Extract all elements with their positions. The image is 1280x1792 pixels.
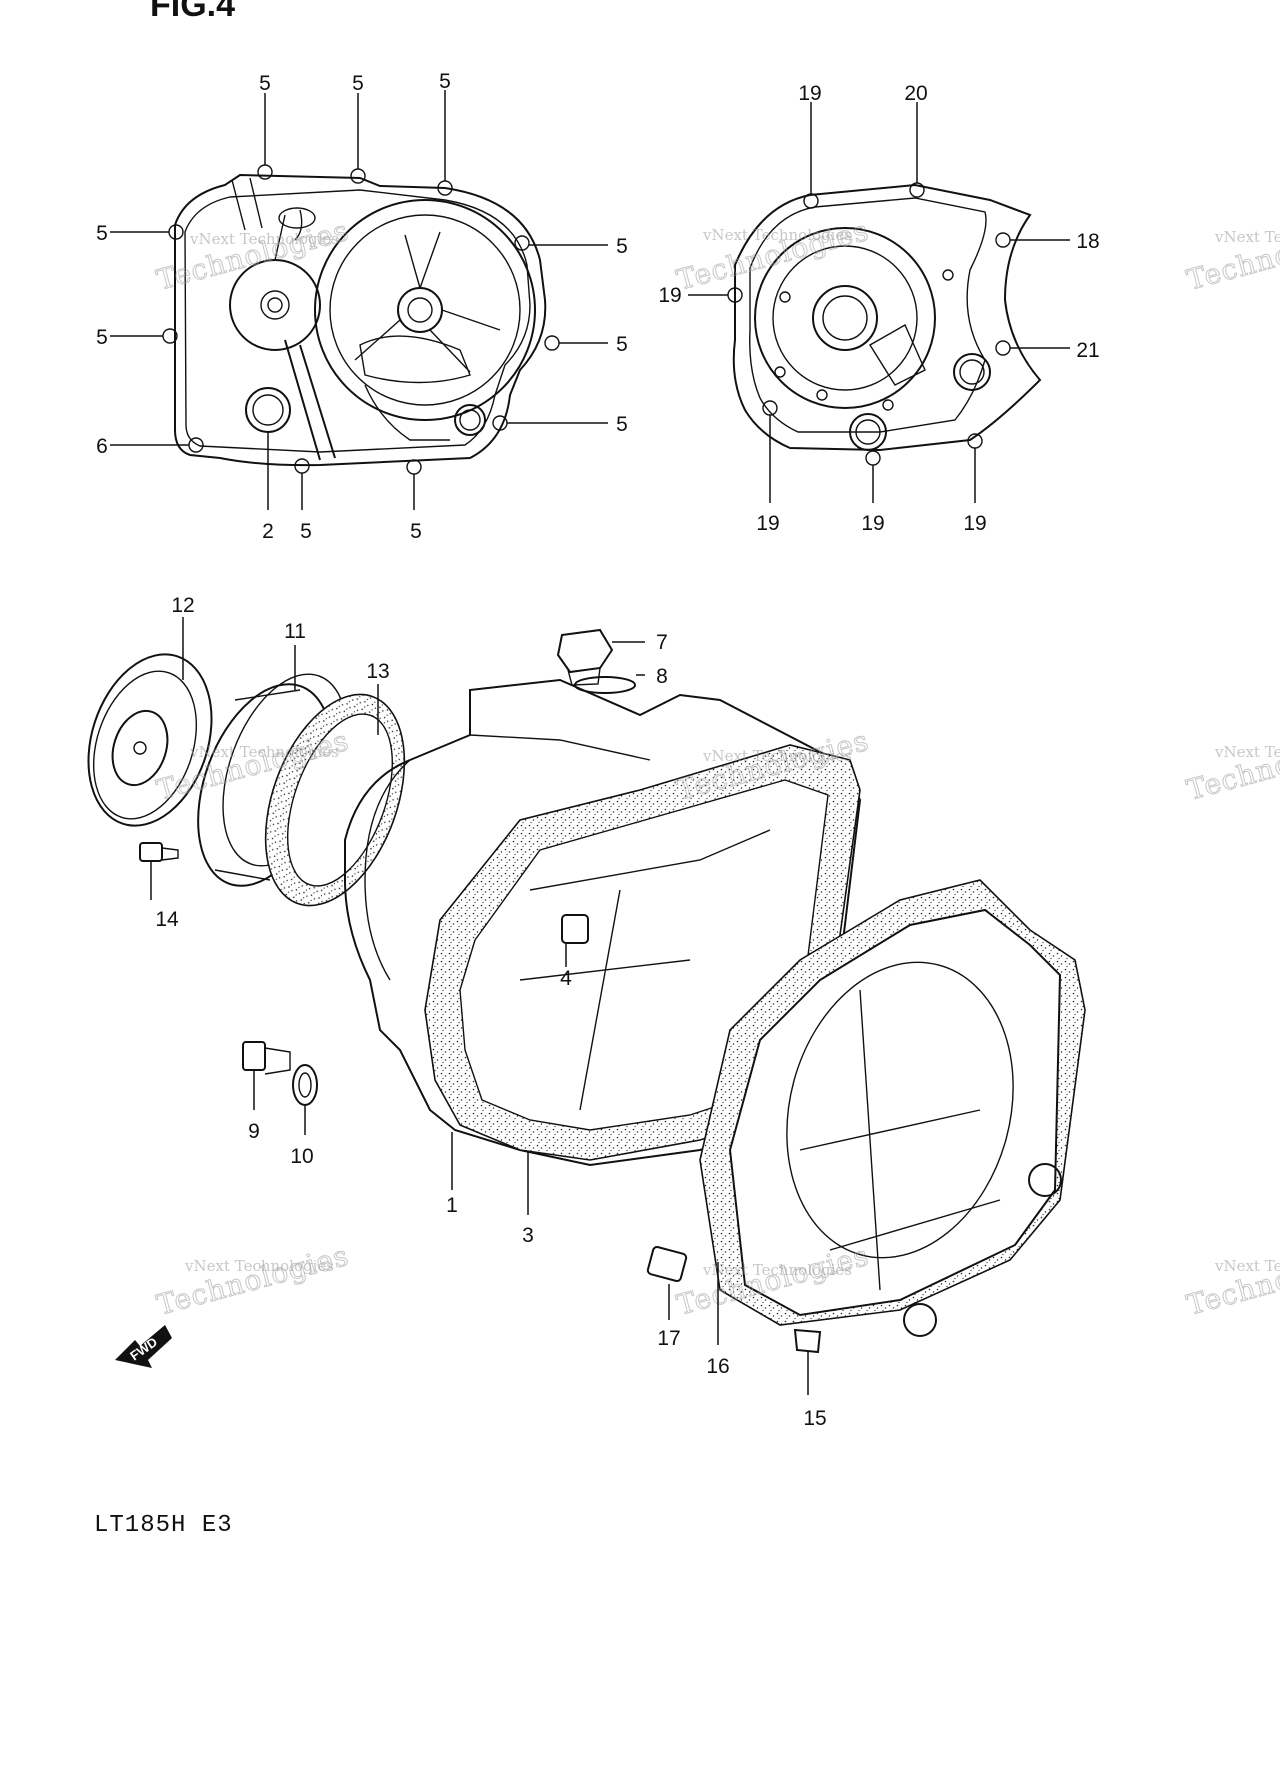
callout: 2 (262, 520, 274, 543)
gasket-13 (264, 693, 406, 907)
svg-text:vNext Technologies: vNext Technologies (184, 1257, 334, 1275)
callout: 19 (963, 512, 986, 535)
fwd-arrow-icon: FWD (115, 1325, 172, 1368)
callout: 20 (904, 82, 927, 105)
cover-plate-12 (87, 653, 213, 827)
callout: 5 (259, 72, 271, 95)
callout: 9 (248, 1120, 260, 1143)
callout-labels: 5 5 5 5 5 5 5 5 6 2 5 5 19 20 18 19 21 1… (96, 70, 1100, 1430)
callout: 19 (658, 284, 681, 307)
svg-text:vNext Technologies: vNext Technologies (1214, 1257, 1280, 1275)
svg-text:vNext Technologies: vNext Technologies (189, 230, 339, 248)
svg-text:Technologies: Technologies (1183, 724, 1280, 807)
callout: 19 (861, 512, 884, 535)
callout: 8 (656, 665, 668, 688)
svg-text:Technologies: Technologies (1183, 1239, 1280, 1322)
clutch-cover (162, 164, 560, 475)
svg-text:vNext Technologies: vNext Technologies (1214, 228, 1280, 246)
callout: 21 (1076, 339, 1099, 362)
callout: 18 (1076, 230, 1099, 253)
leader-lines (110, 90, 1070, 1395)
svg-text:Technologies: Technologies (153, 1239, 352, 1322)
callout: 10 (290, 1145, 313, 1168)
callout: 14 (155, 908, 179, 931)
callout: 19 (756, 512, 779, 535)
callout: 5 (352, 72, 364, 95)
washer-10 (292, 1064, 318, 1106)
callout: 19 (798, 82, 821, 105)
callout: 17 (657, 1327, 680, 1350)
callout: 4 (560, 967, 572, 990)
svg-text:Technologies: Technologies (153, 214, 352, 297)
callout: 5 (439, 70, 451, 93)
callout: 7 (656, 631, 668, 654)
callout: 5 (410, 520, 422, 543)
cover-15 (728, 908, 1062, 1354)
callout: 1 (446, 1194, 458, 1217)
drain-plug-9 (242, 1041, 291, 1075)
callout: 13 (366, 660, 389, 683)
svg-text:Technologies: Technologies (1183, 214, 1280, 297)
o-ring-8 (574, 676, 636, 694)
model-label: LT185H E3 (94, 1512, 233, 1539)
callout: 5 (96, 326, 108, 349)
bolt-14 (139, 842, 179, 862)
callout: 5 (616, 333, 628, 356)
callout: 12 (171, 594, 194, 617)
callout: 3 (522, 1224, 534, 1247)
callout: 16 (706, 1355, 729, 1378)
callout: 5 (616, 235, 628, 258)
callout: 5 (96, 222, 108, 245)
dowel-4 (561, 914, 589, 944)
svg-text:vNext Technologies: vNext Technologies (702, 747, 852, 765)
svg-text:vNext Technologies: vNext Technologies (1214, 743, 1280, 761)
callout: 5 (616, 413, 628, 436)
svg-text:vNext Technologies: vNext Technologies (702, 1261, 852, 1279)
callout: 5 (300, 520, 312, 543)
figure-title: FIG.4 (150, 0, 236, 24)
callout: 11 (284, 620, 306, 643)
callout: 6 (96, 435, 108, 458)
oil-cap-7 (556, 628, 614, 686)
callout: 15 (803, 1407, 826, 1430)
svg-text:vNext Technologies: vNext Technologies (702, 226, 852, 244)
dowel-17 (646, 1245, 688, 1283)
svg-text:vNext Technologies: vNext Technologies (189, 743, 339, 761)
